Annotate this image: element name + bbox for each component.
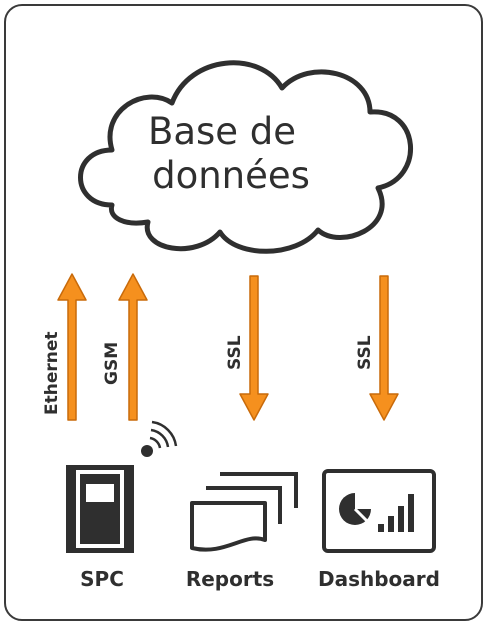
arrow-label-gsm: GSM xyxy=(102,342,122,385)
reports-device: Reports xyxy=(186,472,298,591)
dashboard-chart-icon xyxy=(322,469,436,553)
up-arrow-icon xyxy=(118,273,148,421)
cloud-title-line2: données xyxy=(152,154,310,197)
down-arrow-icon xyxy=(369,275,399,421)
up-arrow-icon xyxy=(57,273,87,421)
arrow-gsm: GSM xyxy=(102,273,148,421)
down-arrow-icon xyxy=(239,275,269,421)
spc-device: SPC xyxy=(66,420,178,591)
arrow-label-ssl-1: SSL xyxy=(225,335,245,370)
arrow-label-ssl-2: SSL xyxy=(355,335,375,370)
dashboard-device: Dashboard xyxy=(318,469,440,591)
device-label-dashboard: Dashboard xyxy=(318,567,440,591)
controller-icon xyxy=(66,465,134,553)
device-label-spc: SPC xyxy=(80,567,124,591)
database-cloud: Base de données xyxy=(78,60,414,254)
arrow-ssl-reports: SSL xyxy=(225,275,269,421)
arrow-ethernet: Ethernet xyxy=(42,273,87,421)
device-label-reports: Reports xyxy=(186,567,274,591)
wireless-icon xyxy=(141,420,178,457)
arrow-ssl-dashboard: SSL xyxy=(355,275,399,421)
cloud-shape xyxy=(78,60,414,254)
cloud-title-line1: Base de xyxy=(148,110,296,153)
arrow-label-ethernet: Ethernet xyxy=(42,331,62,415)
stacked-reports-icon xyxy=(190,472,298,552)
